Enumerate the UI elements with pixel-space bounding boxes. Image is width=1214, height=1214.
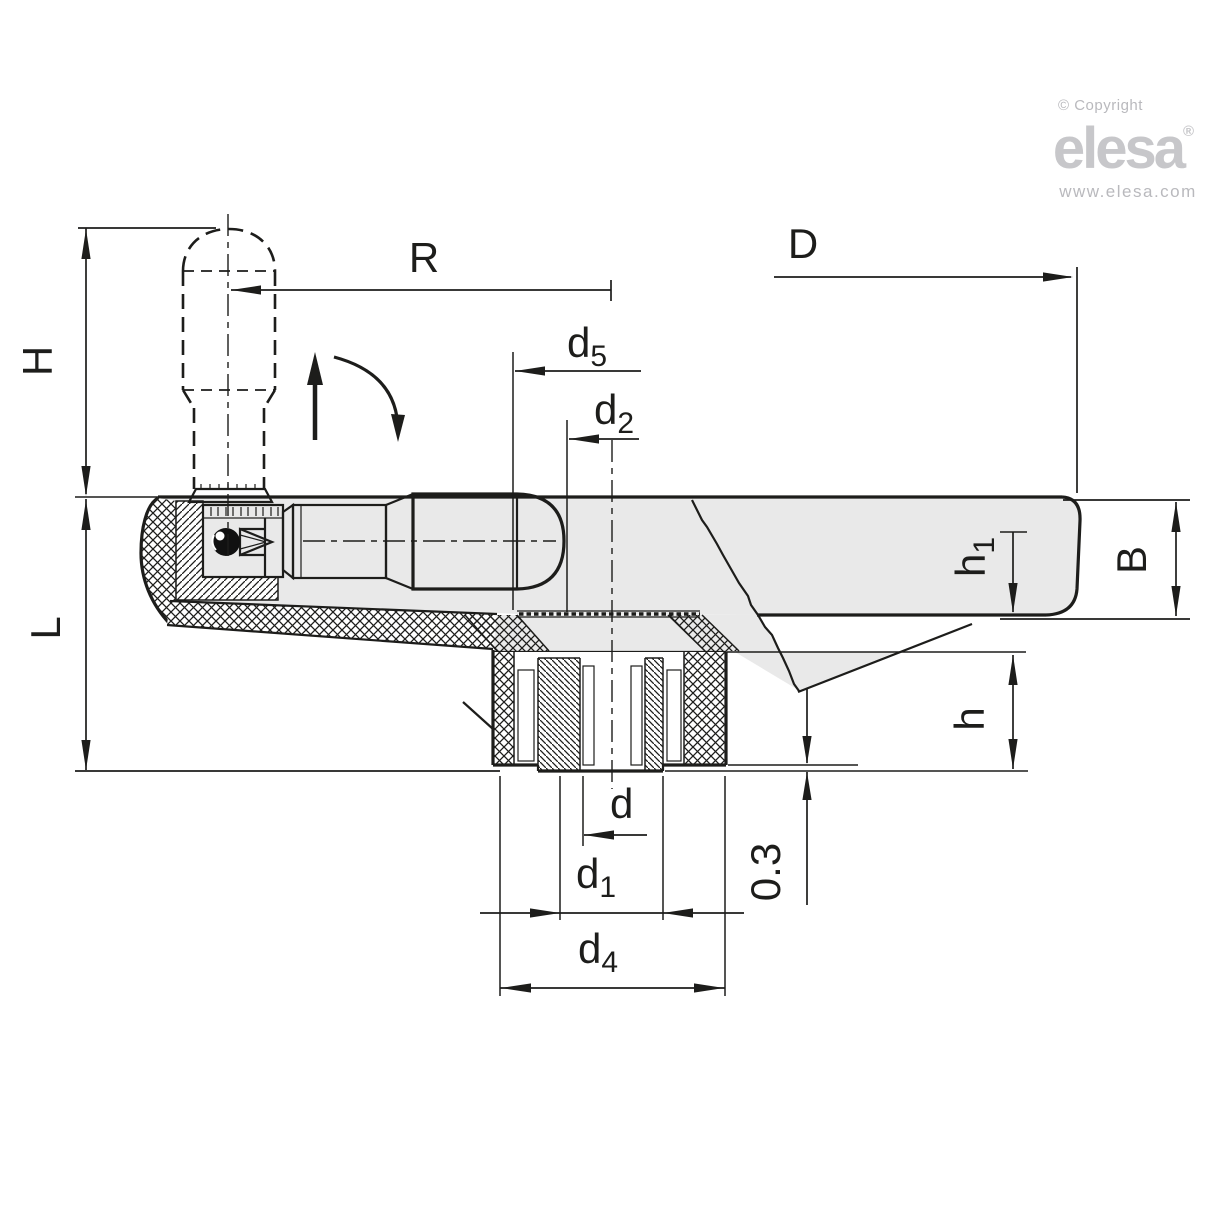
dimension-label-d: d: [610, 780, 633, 827]
wheel-rim-body: [158, 497, 1081, 615]
fold-direction-arrow: [307, 352, 405, 442]
dimension-h1: h1: [947, 531, 1027, 613]
dimension-H: H: [14, 227, 216, 496]
dimension-label-h: h: [946, 707, 993, 730]
pivot-screw: [212, 528, 240, 556]
dimension-label-H: H: [14, 346, 61, 376]
copyright-text: © Copyright: [1058, 97, 1143, 114]
dimension-label-h1: h1: [947, 537, 1001, 577]
dimension-B: B: [1000, 499, 1190, 620]
dimension-D: D: [774, 220, 1078, 493]
dimension-label-D: D: [788, 220, 818, 267]
spoke: [735, 652, 896, 691]
handle-pivot-seat: [201, 503, 285, 579]
dimension-label-d1: d1: [576, 850, 616, 904]
elesa-wordmark: elesa®: [1053, 116, 1194, 181]
dimension-d: d: [582, 776, 647, 846]
dimension-d5: d5: [512, 319, 641, 610]
dimension-label-d5: d5: [567, 319, 607, 373]
dimension-R: R: [231, 234, 612, 301]
elesa-logo: © Copyright elesa® www.elesa.com: [1053, 97, 1197, 201]
break-line: [691, 499, 800, 692]
hub-body: [462, 650, 728, 773]
dimension-d1: d1: [480, 776, 744, 920]
dimension-L: L: [22, 499, 500, 772]
dimension-label-offset: 0.3: [742, 843, 789, 901]
phantom-handle-upright: [181, 214, 277, 562]
spoke-underside: [797, 622, 973, 694]
dimension-label-d4: d4: [578, 925, 618, 979]
boss-side-walls: [464, 614, 740, 652]
dimension-label-R: R: [409, 234, 439, 281]
folded-handle: [281, 492, 566, 591]
dimension-label-L: L: [22, 616, 69, 639]
handwheel-section-view: [75, 484, 1082, 773]
dimension-offset-03: 0.3: [665, 689, 1028, 905]
dimension-d2: d2: [566, 386, 639, 612]
dimension-label-d2: d2: [594, 386, 634, 440]
dimension-h: h: [946, 655, 1018, 769]
dimension-d4: d4: [499, 776, 726, 996]
dimension-label-B: B: [1108, 546, 1155, 574]
website-text: www.elesa.com: [1058, 182, 1197, 201]
